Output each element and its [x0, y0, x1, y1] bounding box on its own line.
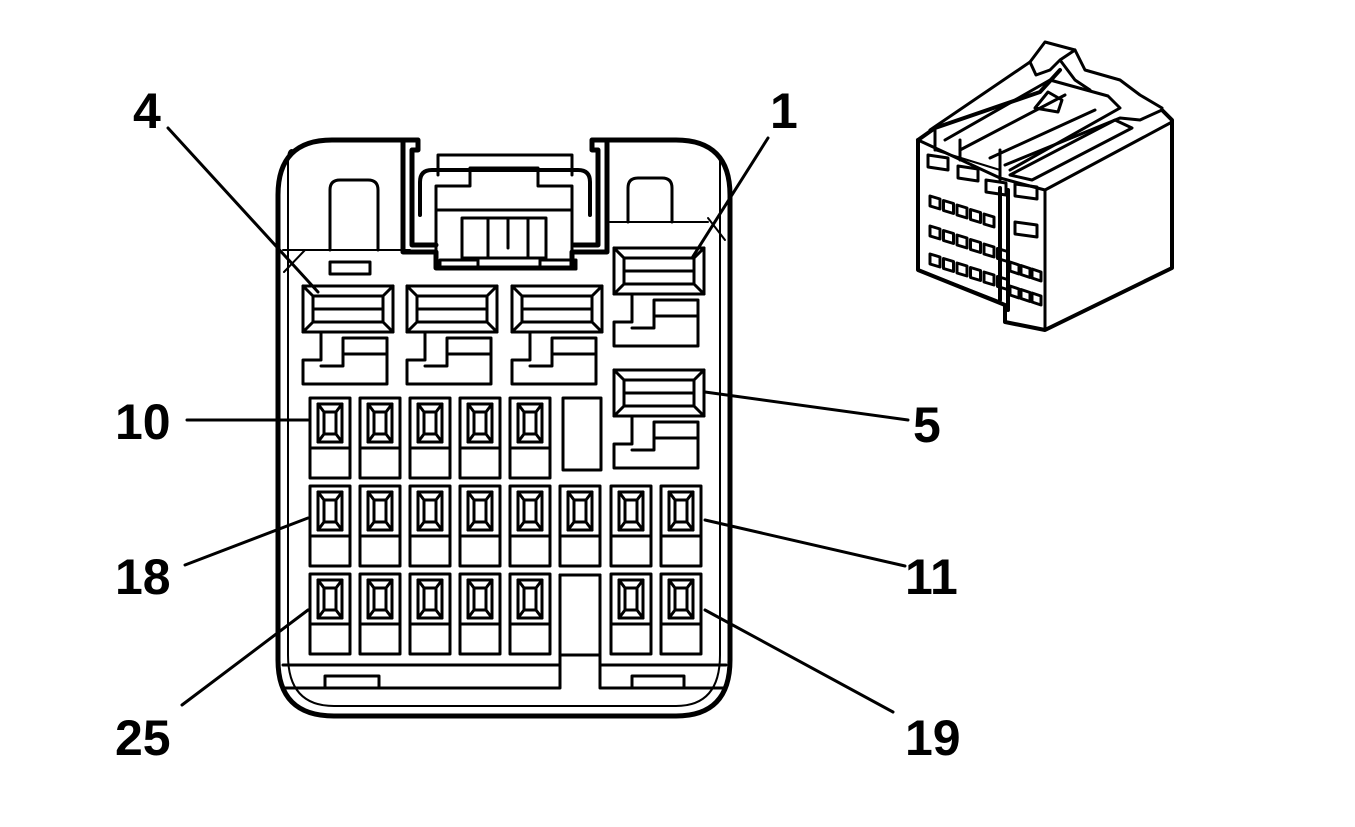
iso-row-d: [1008, 284, 1043, 307]
pin-label-4: 4: [133, 83, 161, 139]
pin-label-10: 10: [115, 394, 171, 450]
cavity-row3-0: [308, 572, 352, 656]
cavity-4: [301, 284, 395, 386]
large-cavities: [301, 246, 706, 470]
cavity-row2-5: [558, 484, 602, 568]
pin-label-18: 18: [115, 549, 171, 605]
pin-label-11: 11: [905, 549, 958, 605]
blank-cavity: [561, 396, 603, 472]
leader-19: [703, 608, 895, 714]
cavity-row2-0: [308, 484, 352, 568]
cavity-row1-4: [508, 396, 552, 480]
iso-row-b: [928, 224, 1009, 263]
leader-11: [703, 518, 907, 568]
iso-top-2: [956, 164, 980, 183]
cavity-row3-4: [508, 572, 552, 656]
leader-lines: [166, 126, 910, 714]
cavity-row3-2: [408, 572, 452, 656]
leader-4: [166, 126, 320, 294]
cavity-row2-4: [508, 484, 552, 568]
cavity-row3-3: [458, 572, 502, 656]
isometric-connector: [916, 40, 1174, 332]
cavity-row2-2: [408, 484, 452, 568]
cavity-1: [612, 246, 706, 348]
cavity-row1-3: [458, 396, 502, 480]
cavity-row1-2: [408, 396, 452, 480]
pin-label-5: 5: [913, 397, 941, 453]
iso-top-4: [1013, 182, 1039, 201]
cavity-row2-7: [659, 484, 703, 568]
isometric-cavities: [926, 153, 1043, 307]
iso-row-a: [928, 194, 996, 229]
leader-18: [183, 516, 310, 567]
iso-top-3: [984, 178, 1008, 197]
cavity-row2-1: [358, 484, 402, 568]
cavity-5: [612, 368, 706, 470]
pin-label-1: 1: [770, 83, 798, 139]
cavity-row3-6: [609, 572, 653, 656]
cavity-row1-0: [308, 396, 352, 480]
cavity-2: [510, 284, 604, 386]
cavity-row1-1: [358, 396, 402, 480]
leader-25: [180, 608, 310, 707]
connector-face-outline: [275, 137, 733, 719]
bottom-floor: [281, 573, 728, 690]
cavity-3: [405, 284, 499, 386]
pin-label-25: 25: [115, 710, 171, 766]
iso-row-c: [928, 252, 1009, 291]
cavity-row3-7: [659, 572, 703, 656]
iso-top-1: [926, 153, 950, 172]
top-latch: [400, 137, 610, 271]
small-cavities: [308, 396, 703, 656]
pin-label-19: 19: [905, 710, 961, 766]
iso-row-c-right: [1008, 260, 1043, 283]
leader-1: [690, 136, 770, 260]
leader-5: [703, 390, 910, 422]
iso-row-a-right: [1013, 220, 1039, 239]
cavity-row2-6: [609, 484, 653, 568]
cavity-row3-1: [358, 572, 402, 656]
cavity-row2-3: [458, 484, 502, 568]
side-posts: [328, 176, 674, 276]
